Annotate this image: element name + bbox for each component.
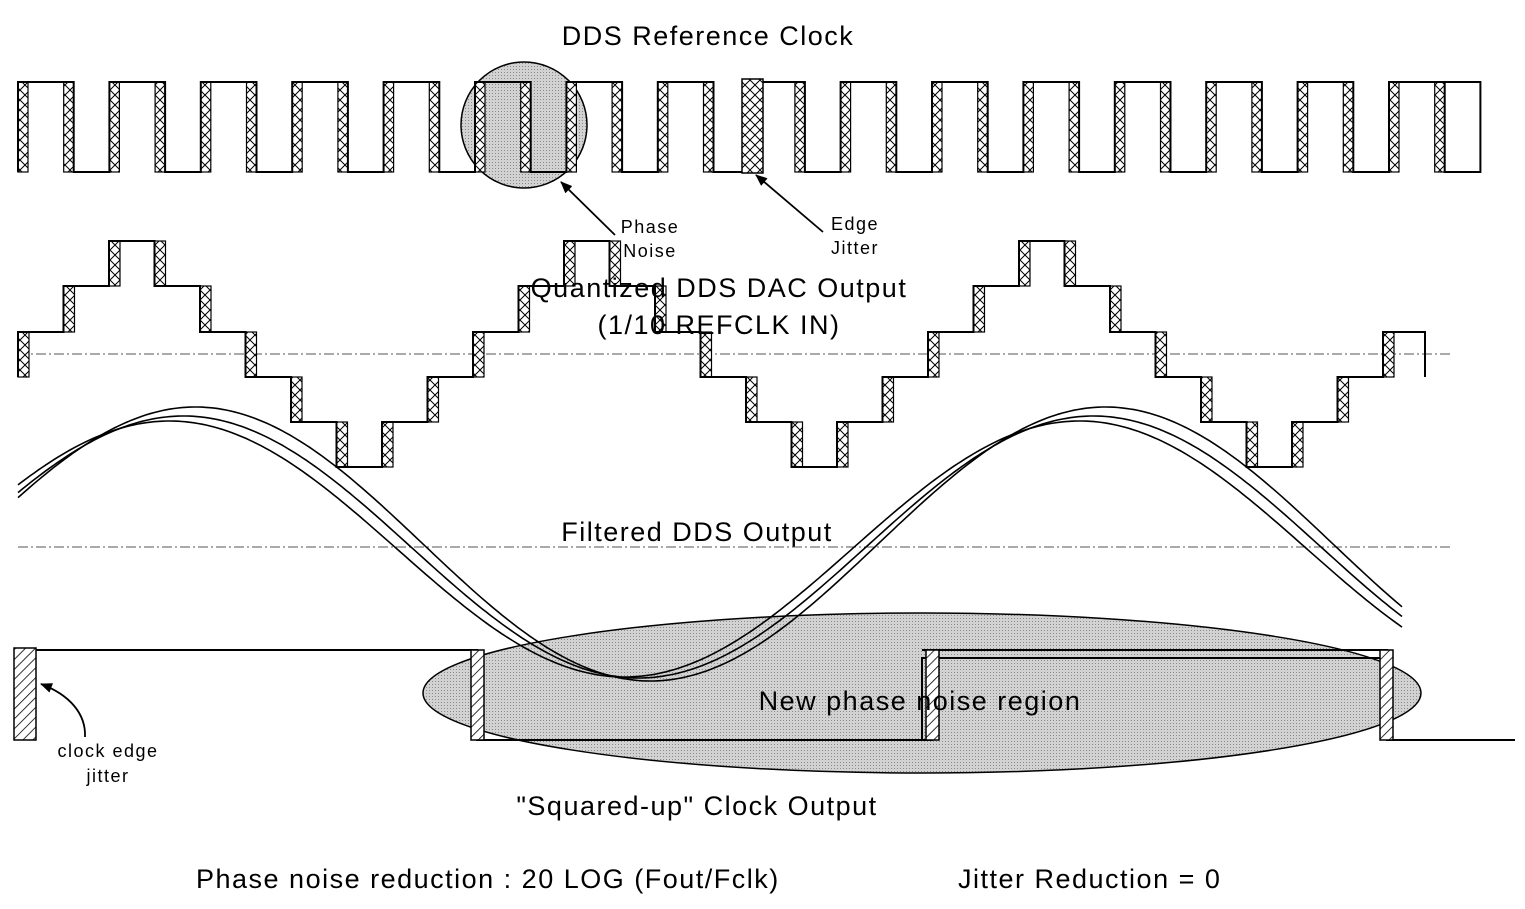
filtered-title: Filtered DDS Output [561, 517, 833, 547]
dac-step-hatch [745, 376, 758, 423]
ref-clock-fall-hatch [154, 81, 166, 173]
ref-clock-rise-hatch [1022, 81, 1035, 173]
filtered-sine-waves [17, 406, 1403, 682]
ref-clock-rise-hatch [383, 81, 395, 173]
dac-step-hatch [1018, 240, 1031, 287]
ref-clock-rise-hatch [839, 81, 852, 173]
filtered-sine-trace [17, 415, 1403, 679]
ref-clock-rise-hatch [1296, 81, 1309, 173]
dac-step-hatch [927, 331, 940, 378]
dac-step-hatch [472, 331, 485, 378]
dac-step-hatch [335, 421, 349, 468]
phase-noise-arrow [560, 181, 616, 236]
ref-clock-fall-hatch [702, 81, 715, 173]
ref-clock-title: DDS Reference Clock [562, 21, 855, 51]
ref-clock-rise-hatch [657, 81, 669, 173]
ref-clock-fall-hatch [885, 81, 897, 173]
squared-edge-hatch-2 [925, 649, 940, 741]
quantized-subtitle: (1/10 REFCLK IN) [597, 310, 840, 340]
ref-clock-fall-hatch [520, 81, 532, 173]
ref-clock-rise-hatch [931, 81, 943, 173]
ref-clock-rise-hatch [200, 81, 212, 173]
clock-edge-jitter-box [13, 647, 37, 741]
dac-step-hatch [290, 376, 303, 423]
filtered-sine-trace [17, 420, 1403, 678]
ref-clock-fall-hatch [1342, 81, 1354, 173]
dac-step-hatch [108, 240, 121, 287]
dac-step-hatch [517, 285, 531, 333]
dac-step-hatch [426, 376, 440, 423]
phase-reduction-text: Phase noise reduction : 20 LOG (Fout/Fcl… [196, 864, 780, 894]
dac-step-hatch [881, 376, 895, 423]
dac-step-hatch [1245, 421, 1259, 468]
ref-clock-rise-hatch [1205, 81, 1217, 173]
ref-clock-fall-hatch [1434, 81, 1446, 173]
ref-clock-fall-hatch [611, 81, 623, 173]
ref-clock-rise-hatch [565, 81, 578, 173]
dac-step-hatch [790, 421, 804, 468]
ref-clock-fall-hatch [1251, 81, 1263, 173]
filtered-sine-trace [17, 406, 1403, 682]
new-region-label: New phase noise region [759, 686, 1082, 716]
ref-clock-rise-hatch [291, 81, 303, 173]
edge-jitter-label-2: Jitter [831, 238, 879, 258]
jitter-reduction-text: Jitter Reduction = 0 [958, 864, 1221, 894]
dac-step-hatch [62, 285, 76, 333]
ref-clock-fall-hatch [794, 81, 806, 173]
ref-clock-rise-hatch [1388, 81, 1400, 173]
dac-step-hatch [1109, 285, 1122, 333]
ref-clock-fall-hatch [63, 81, 75, 173]
edge-jitter-label-1: Edge [831, 214, 879, 234]
dac-step-hatch [244, 331, 258, 378]
dac-step-hatch [972, 285, 986, 333]
quantized-title: Quantized DDS DAC Output [531, 273, 908, 303]
dac-step-hatch [1291, 421, 1304, 468]
clock-jitter-label-1: clock edge [57, 741, 158, 761]
ref-clock-fall-hatch [428, 81, 440, 173]
dac-step-hatch [1200, 376, 1213, 423]
squared-title: "Squared-up" Clock Output [516, 791, 877, 821]
ref-clock-rise-hatch [17, 81, 29, 173]
phase-noise-label-1: Phase [621, 217, 680, 237]
edge-jitter-arrow [755, 174, 824, 233]
squared-edge-hatch-3 [1379, 649, 1394, 741]
ref-clock-rise-hatch [1114, 81, 1126, 173]
dac-step-hatch [836, 421, 849, 468]
ref-clock-fall-hatch [337, 81, 349, 173]
ref-clock-edge-hatches [17, 81, 1446, 173]
dac-step-hatch [199, 285, 212, 333]
ref-clock-fall-hatch [1068, 81, 1080, 173]
dac-step-hatch [17, 331, 30, 378]
ref-clock-fall-hatch [245, 81, 258, 173]
clock-edge-jitter-arrow [40, 683, 86, 738]
ref-clock-fall-hatch [1159, 81, 1172, 173]
squared-edge-hatch-1 [470, 649, 485, 741]
dac-step-hatch [381, 421, 394, 468]
ref-clock-rise-hatch [474, 81, 486, 173]
dac-step-hatch [1382, 331, 1395, 378]
dac-staircase-waveform [17, 240, 1426, 468]
ref-clock-fall-hatch [977, 81, 989, 173]
ref-clock-rise-hatch [108, 81, 121, 173]
dac-step-hatch [1336, 376, 1350, 423]
dac-step-hatch [1154, 331, 1168, 378]
clock-jitter-label-2: jitter [85, 766, 129, 786]
edge-jitter-box [741, 78, 764, 174]
phase-noise-label-2: Noise [623, 241, 677, 261]
dac-step-hatch [1063, 240, 1077, 287]
dac-step-hatch [153, 240, 167, 287]
